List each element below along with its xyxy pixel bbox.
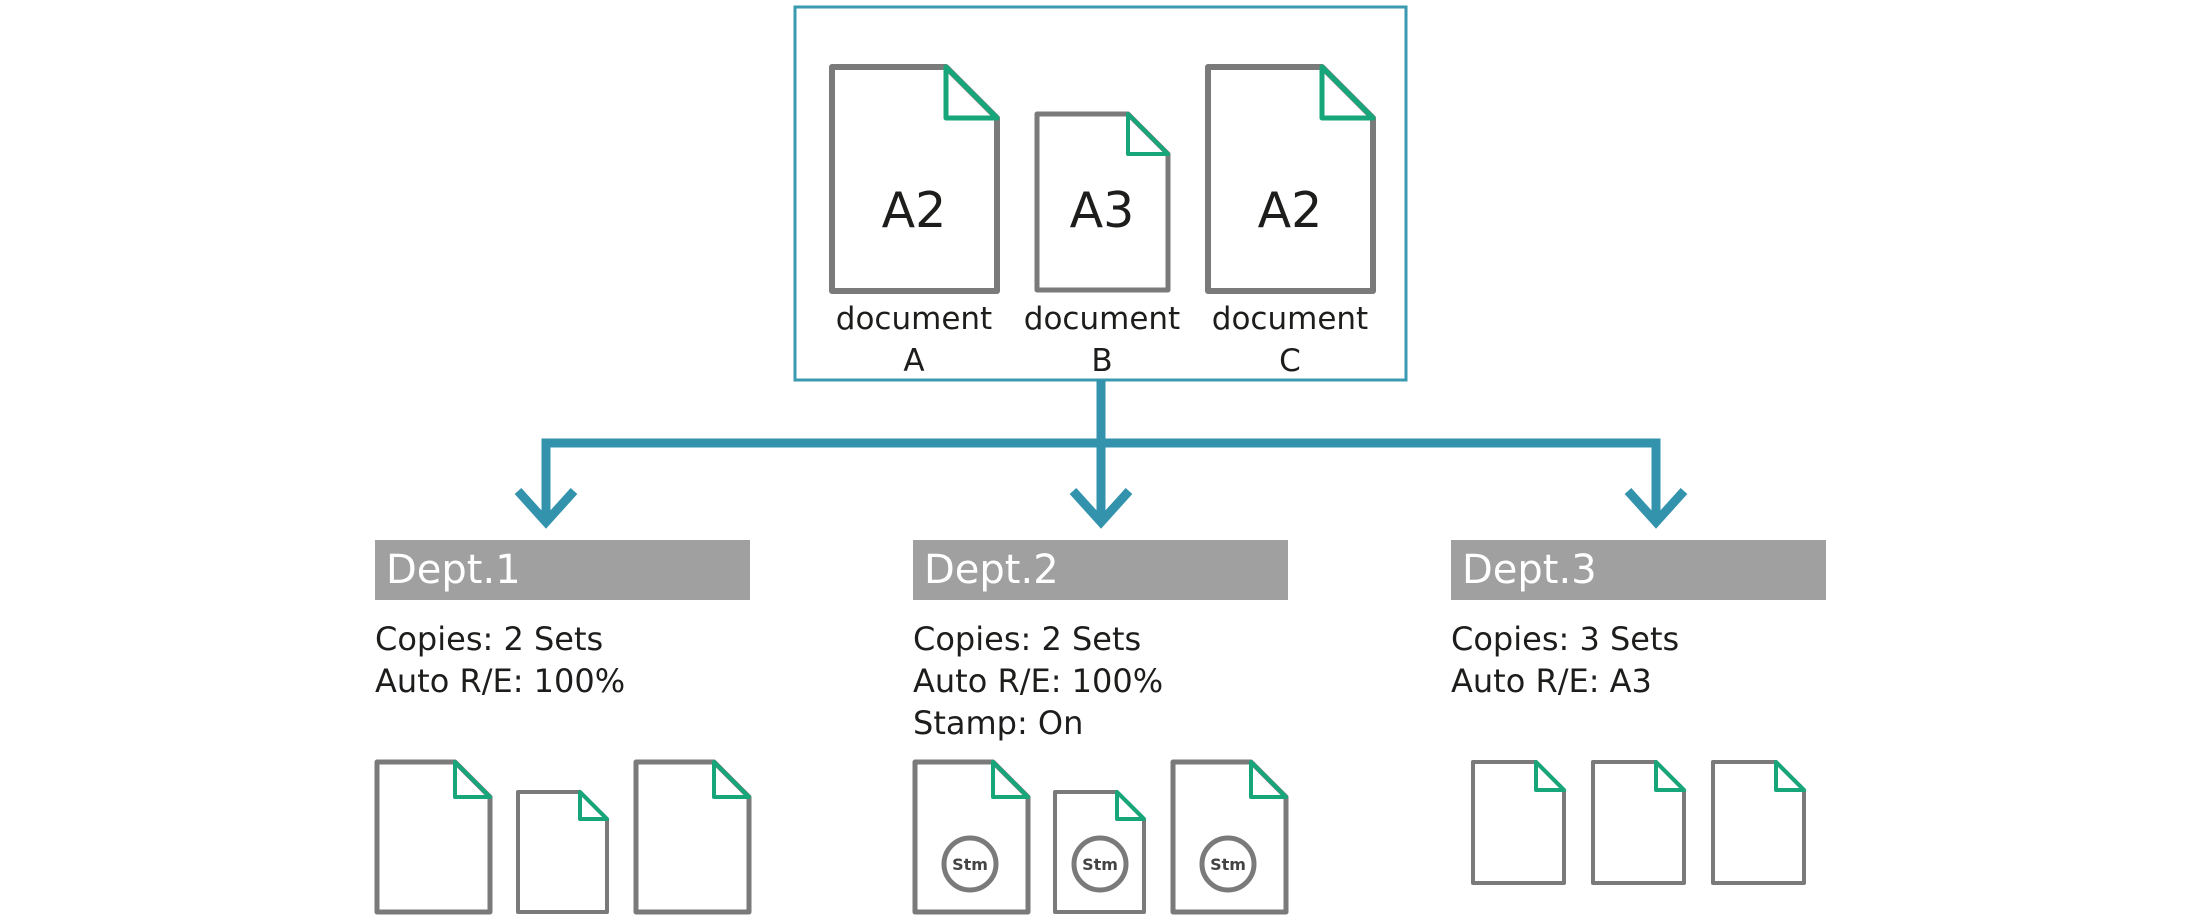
dept1-output-page-a-icon <box>374 759 493 915</box>
dept3-output-page-b-icon <box>1591 760 1686 885</box>
dept2-stamp: Stamp: On <box>913 704 1084 742</box>
arrow-to-dept1-icon <box>514 487 578 529</box>
dept1-copies: Copies: 2 Sets <box>375 620 604 658</box>
dept2-stamp-a-icon <box>941 835 999 893</box>
dept3-auto-re: Auto R/E: A3 <box>1451 662 1652 700</box>
document-b-caption: document B <box>1007 298 1197 382</box>
document-c-size: A2 <box>1257 182 1323 239</box>
distribution-connector <box>541 380 1661 522</box>
dept2-stamp-c-label: Stm <box>1210 855 1246 874</box>
document-b-size: A3 <box>1069 182 1135 239</box>
dept2-output-page-b-icon <box>1053 790 1146 914</box>
source-document-a-icon <box>829 64 1000 294</box>
dept2-stamp-a-label: Stm <box>952 855 988 874</box>
dept2-stamp-b-icon <box>1071 835 1129 893</box>
arrow-to-dept2-icon <box>1069 487 1133 529</box>
document-c-caption: document C <box>1195 298 1385 382</box>
dept1-output-page-c-icon <box>633 759 752 915</box>
dept1-settings: Copies: 2 Sets Auto R/E: 100% <box>375 618 625 702</box>
document-b-caption-line1: document <box>1023 301 1181 337</box>
arrow-to-dept3-icon <box>1624 487 1688 529</box>
document-a-size: A2 <box>881 182 947 239</box>
dept3-output-page-a-icon <box>1471 760 1566 885</box>
dept2-copies: Copies: 2 Sets <box>913 620 1142 658</box>
dept3-header: Dept.3 <box>1451 540 1826 600</box>
dept3-settings: Copies: 3 Sets Auto R/E: A3 <box>1451 618 1679 702</box>
dept2-stamp-c-icon <box>1199 835 1257 893</box>
dept2-settings: Copies: 2 Sets Auto R/E: 100% Stamp: On <box>913 618 1163 744</box>
document-c-caption-line1: document <box>1211 301 1369 337</box>
source-document-b-icon <box>1034 111 1171 293</box>
document-a-caption-line2: A <box>903 343 925 379</box>
dept1-header: Dept.1 <box>375 540 750 600</box>
dept1-output-page-b-icon <box>516 790 609 914</box>
document-c-caption-line2: C <box>1279 343 1301 379</box>
dept3-output-page-c-icon <box>1711 760 1806 885</box>
document-a-caption: document A <box>819 298 1009 382</box>
dept2-output-page-a-icon <box>912 759 1031 915</box>
document-a-caption-line1: document <box>835 301 993 337</box>
dept2-output-page-c-icon <box>1170 759 1289 915</box>
dept3-copies: Copies: 3 Sets <box>1451 620 1680 658</box>
dept2-header: Dept.2 <box>913 540 1288 600</box>
dept2-auto-re: Auto R/E: 100% <box>913 662 1164 700</box>
dept1-auto-re: Auto R/E: 100% <box>375 662 626 700</box>
dept2-stamp-b-label: Stm <box>1082 855 1118 874</box>
source-document-c-icon <box>1205 64 1376 294</box>
document-b-caption-line2: B <box>1091 343 1113 379</box>
